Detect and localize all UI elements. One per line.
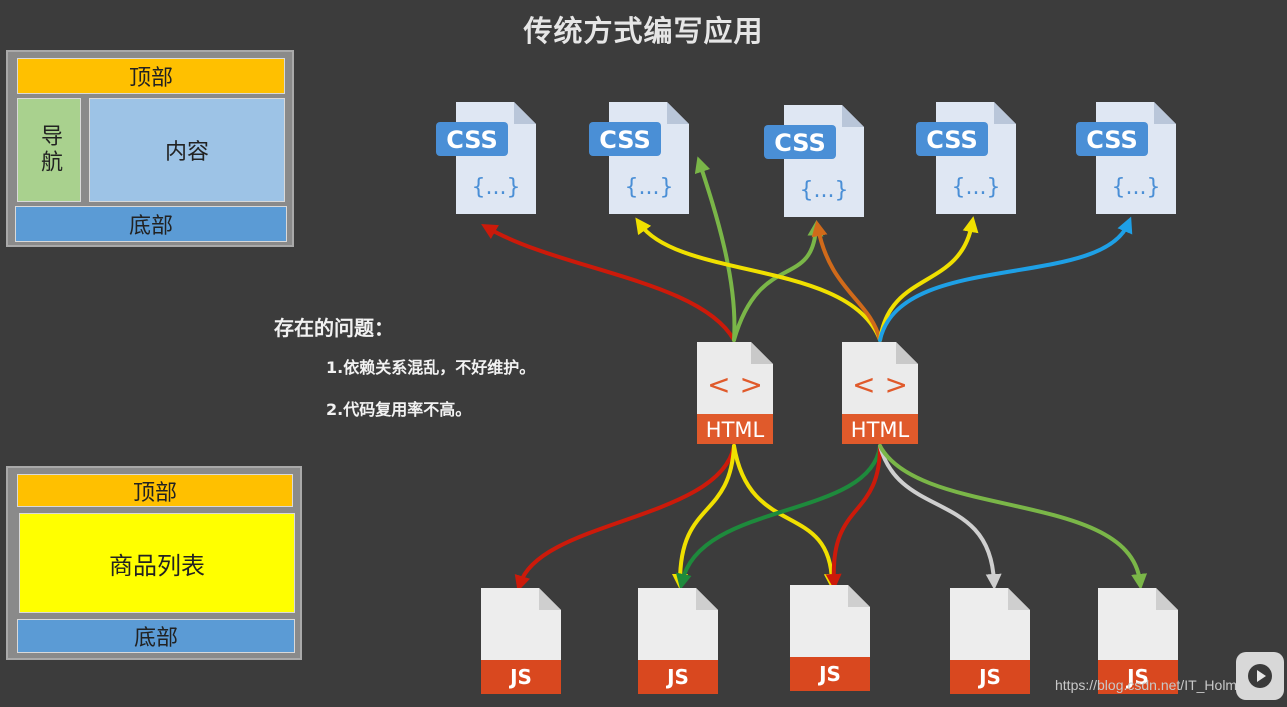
layout-product-list-block: 商品列表 [19, 513, 295, 613]
js-file-icon: JS [481, 588, 561, 694]
arrow-html2-css2 [635, 217, 882, 342]
js-badge-label: JS [508, 665, 532, 689]
css-file-icon: CSS {...} [436, 102, 536, 214]
layout-diagram-top: 顶部 导航 内容 底部 [6, 50, 294, 247]
css-braces: {...} [472, 175, 521, 200]
problem-item: 2.代码复用率不高。 [326, 400, 472, 419]
html-file-icon: < > HTML [842, 342, 918, 444]
css-badge-label: CSS [774, 129, 826, 157]
layout-footer-block: 底部 [17, 619, 295, 653]
layout-diagram-bottom: 顶部 商品列表 底部 [6, 466, 302, 660]
js-badge-label: JS [665, 665, 689, 689]
arrow-html2-js3 [825, 444, 882, 590]
layout-footer-block: 底部 [15, 206, 287, 242]
css-file-icon: CSS {...} [589, 102, 689, 214]
js-file-icon: JS [790, 585, 870, 691]
css-braces: {...} [952, 175, 1001, 200]
arrow-html1-js3 [732, 444, 840, 590]
css-badge-label: CSS [446, 126, 498, 154]
css-braces: {...} [800, 178, 849, 203]
problems-title: 存在的问题： [274, 316, 394, 340]
arrow-html1-css1 [481, 223, 736, 342]
layout-header-block: 顶部 [17, 474, 293, 507]
arrow-html2-js5 [878, 444, 1148, 590]
watermark: https://blog.csdn.net/IT_Holmes [1055, 677, 1252, 693]
js-badge-label: JS [1125, 665, 1149, 689]
arrow-html2-js4 [878, 444, 1002, 590]
js-file-icon: JS [950, 588, 1030, 694]
css-badge-label: CSS [1086, 126, 1138, 154]
arrow-html1-js2 [672, 444, 736, 590]
page-title: 传统方式编写应用 [523, 14, 764, 48]
html-badge-label: HTML [851, 418, 910, 442]
arrow-html1-css2-green [694, 156, 737, 342]
css-file-icon: CSS {...} [916, 102, 1016, 214]
css-badge-label: CSS [599, 126, 651, 154]
css-braces: {...} [625, 175, 674, 200]
html-glyph: < > [707, 368, 763, 401]
js-badge-label: JS [977, 665, 1001, 689]
css-braces: {...} [1112, 175, 1161, 200]
js-badge-label: JS [817, 662, 841, 686]
html-glyph: < > [852, 368, 908, 401]
html-badge-label: HTML [706, 418, 765, 442]
js-file-icon: JS [638, 588, 718, 694]
layout-header-block: 顶部 [17, 58, 285, 94]
css-file-icon: CSS {...} [1076, 102, 1176, 214]
css-file-icon: CSS {...} [764, 105, 864, 217]
arrow-html2-css5 [878, 216, 1133, 342]
layout-content-block: 内容 [89, 98, 285, 202]
arrow-html2-css3 [811, 220, 882, 342]
play-icon[interactable] [1236, 652, 1284, 700]
arrow-html1-js1 [514, 444, 736, 592]
arrow-html2-css4 [878, 216, 979, 342]
arrow-html2-js2 [675, 444, 882, 590]
problem-item: 1.依赖关系混乱，不好维护。 [326, 358, 536, 377]
html-file-icon: < > HTML [697, 342, 773, 444]
layout-nav-block: 导航 [17, 98, 81, 202]
js-file-icon: JS [1098, 588, 1178, 694]
css-badge-label: CSS [926, 126, 978, 154]
arrow-html1-css3-green [732, 220, 824, 342]
